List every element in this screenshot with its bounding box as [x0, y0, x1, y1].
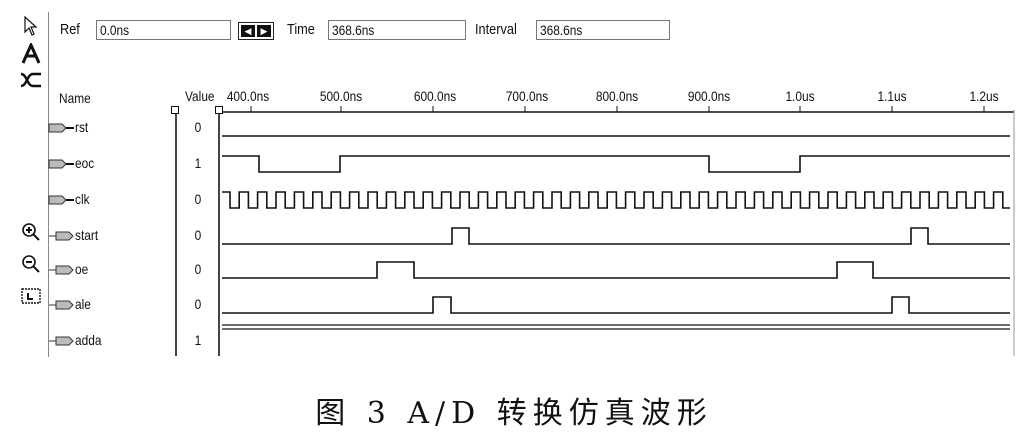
waveform-oe: [222, 261, 1010, 279]
interval-label: Interval: [475, 21, 517, 38]
text-tool-icon[interactable]: [18, 42, 44, 66]
value-column-header: Value: [185, 88, 215, 104]
name-value-divider[interactable]: [175, 112, 177, 356]
figure-caption: 图 3 A/D 转换仿真波形: [315, 396, 713, 431]
left-toolbar: [14, 12, 49, 357]
arrow-nav-button[interactable]: ◀ ▶: [238, 22, 274, 40]
ref-label: Ref: [60, 21, 80, 38]
signal-value-rst: 0: [194, 119, 202, 135]
waveform-start: [222, 227, 1010, 245]
fit-window-icon[interactable]: [18, 284, 44, 308]
value-waveform-divider[interactable]: [218, 112, 220, 356]
waveform-area[interactable]: 400.0ns 500.0ns 600.0ns 700.0ns 800.0ns 900.0…: [0, 0, 1028, 380]
signal-name-adda[interactable]: adda: [75, 332, 102, 348]
signal-name-clk[interactable]: clk: [75, 191, 90, 207]
interval-field[interactable]: 368.6ns: [536, 20, 670, 40]
arrow-left-icon: ◀: [241, 25, 255, 37]
time-label: Time: [287, 21, 315, 38]
timeline-tick-label: 700.0ns: [506, 88, 549, 104]
signal-value-eoc: 1: [194, 155, 202, 171]
time-field[interactable]: 368.6ns: [328, 20, 466, 40]
timeline-tick-label: 800.0ns: [596, 88, 639, 104]
timeline-tick-label: 600.0ns: [414, 88, 457, 104]
signal-name-rst[interactable]: rst: [75, 119, 89, 135]
signal-value-start: 0: [194, 227, 202, 243]
signal-value-ale: 0: [194, 296, 202, 312]
signal-name-oe[interactable]: oe: [75, 261, 89, 277]
signal-name-eoc[interactable]: eoc: [75, 155, 95, 171]
zoom-out-icon[interactable]: [18, 252, 44, 276]
timeline-tick-label: 1.2us: [969, 88, 999, 104]
signal-value-adda: 1: [194, 332, 202, 348]
timeline-tick-label: 900.0ns: [688, 88, 731, 104]
timeline-tick-label: 500.0ns: [320, 88, 363, 104]
zoom-in-icon[interactable]: [18, 220, 44, 244]
pointer-icon[interactable]: [18, 14, 44, 38]
signal-value-oe: 0: [194, 261, 202, 277]
timeline-tick-label: 1.0us: [785, 88, 815, 104]
ref-field[interactable]: 0.0ns: [96, 20, 231, 40]
input-pin-icon: [48, 121, 74, 133]
signal-value-clk: 0: [194, 191, 202, 207]
column-handle-left[interactable]: [171, 106, 179, 114]
arrow-right-icon: ▶: [257, 25, 271, 37]
output-pin-icon: [48, 229, 74, 241]
waveform-clk: [222, 191, 1010, 209]
output-pin-icon: [48, 263, 74, 275]
waveform-eoc: [222, 155, 1010, 173]
input-pin-icon: [48, 157, 74, 169]
timeline-tick-label: 1.1us: [877, 88, 907, 104]
timeline-tick-label: 400.0ns: [227, 88, 270, 104]
waveform-ale: [222, 296, 1010, 314]
input-pin-icon: [48, 193, 74, 205]
name-column-header: Name: [59, 90, 91, 106]
output-pin-icon: [48, 334, 74, 346]
signal-name-start[interactable]: start: [75, 227, 99, 243]
column-handle-right[interactable]: [215, 106, 223, 114]
signal-name-ale[interactable]: ale: [75, 296, 91, 312]
output-pin-icon: [48, 298, 74, 310]
node-finder-icon[interactable]: [18, 68, 44, 92]
